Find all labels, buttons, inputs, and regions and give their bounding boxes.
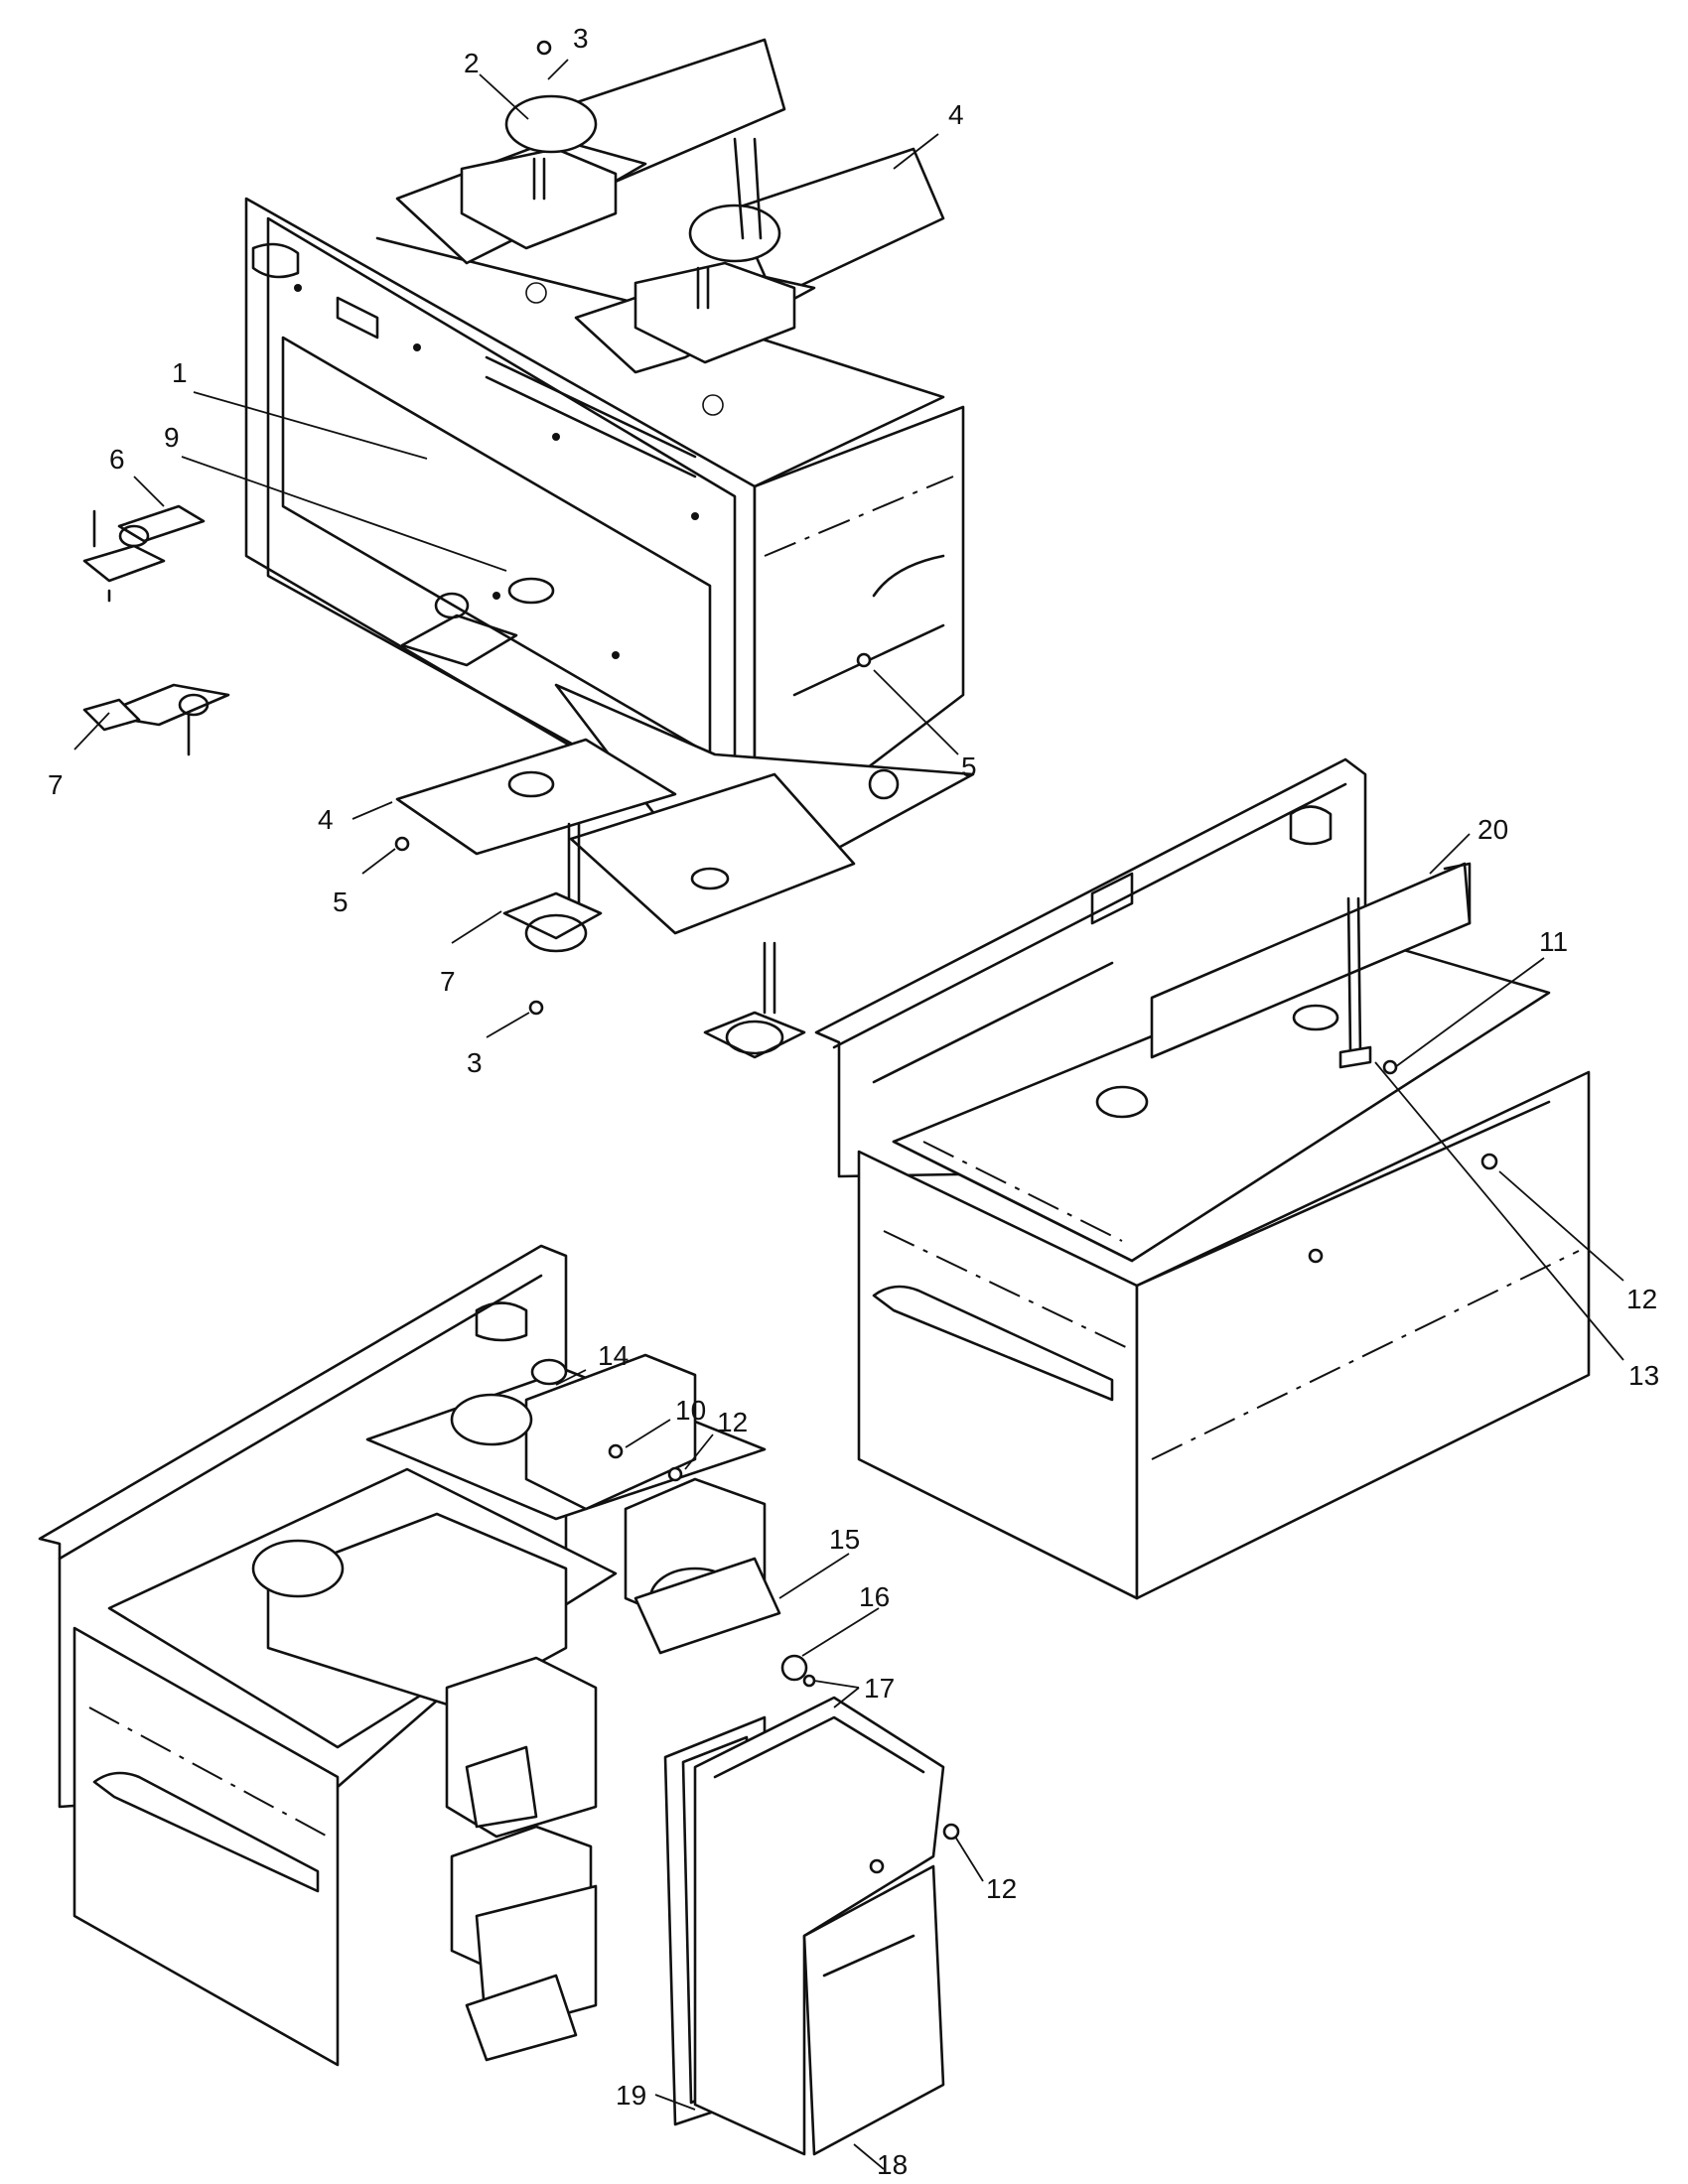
callout-17: 17 [864, 1673, 895, 1704]
callout-18: 18 [877, 2149, 908, 2180]
callout-6: 6 [109, 444, 125, 475]
callout-12-center: 12 [717, 1407, 748, 1437]
callout-4-left: 4 [318, 804, 334, 835]
callout-13: 13 [1628, 1360, 1659, 1391]
callout-15: 15 [829, 1524, 860, 1555]
callout-3-top: 3 [573, 23, 589, 54]
callout-9: 9 [164, 422, 180, 453]
lower-stirrer-plates [82, 40, 872, 1059]
callout-16: 16 [859, 1581, 890, 1612]
top-waveguide-modules [395, 38, 945, 416]
callout-12-right: 12 [1626, 1284, 1657, 1314]
callout-12-bottom: 12 [986, 1873, 1017, 1904]
callout-10: 10 [675, 1395, 706, 1426]
callout-14: 14 [598, 1340, 629, 1371]
leader-lines [73, 59, 1624, 2170]
callout-5-right: 5 [961, 751, 977, 782]
right-cavity-assembly [814, 757, 1591, 1600]
callout-4-top: 4 [948, 99, 964, 130]
lower-magnetron-assembly [38, 1244, 960, 2156]
callout-11: 11 [1539, 926, 1568, 957]
callout-7-center: 7 [440, 966, 456, 997]
callout-19: 19 [616, 2080, 646, 2111]
callout-2: 2 [464, 48, 480, 78]
callout-labels: 1 2 3 3 4 4 5 5 6 7 7 9 10 11 12 12 12 1… [48, 23, 1659, 2180]
callout-1: 1 [172, 357, 188, 388]
callout-3-bottom: 3 [467, 1047, 483, 1078]
callout-7-left: 7 [48, 769, 64, 800]
callout-5-left: 5 [333, 887, 349, 917]
callout-20: 20 [1477, 814, 1508, 845]
